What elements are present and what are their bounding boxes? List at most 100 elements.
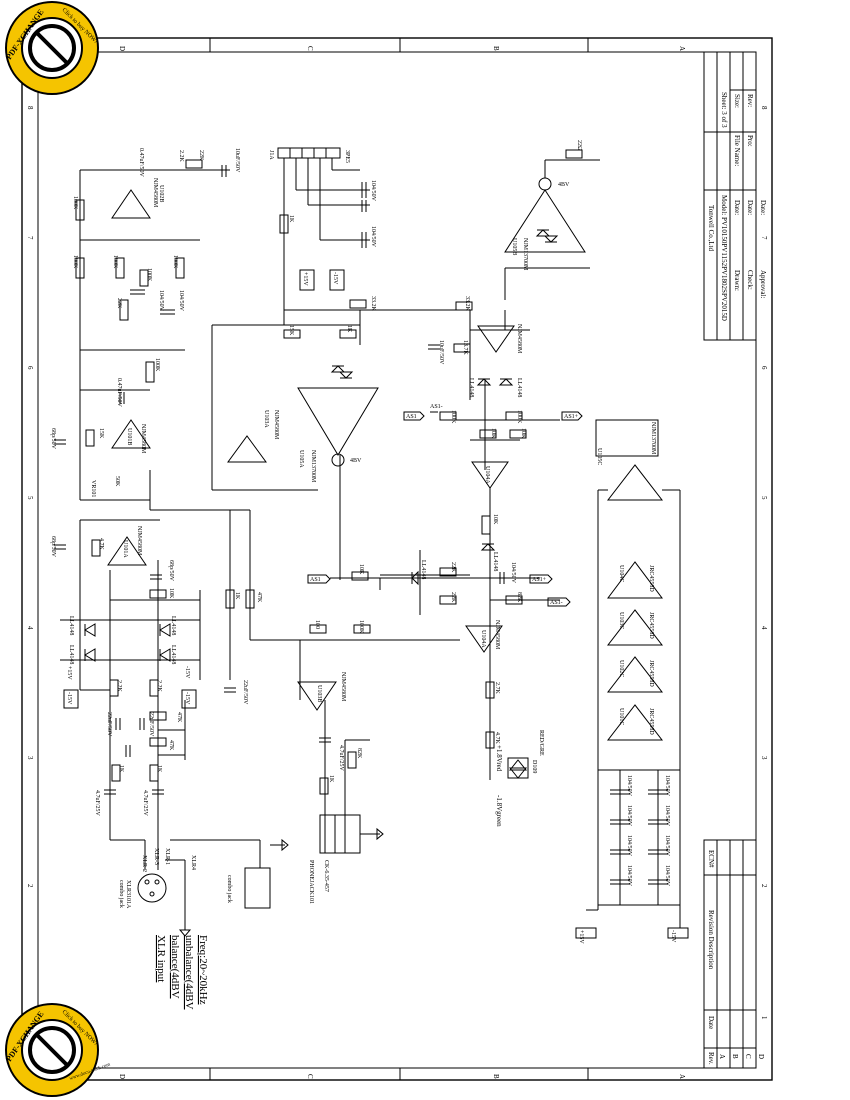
svg-text:D: D (757, 1054, 765, 1059)
svg-text:8: 8 (26, 106, 34, 110)
svg-text:LL4148: LL4148 (492, 552, 498, 571)
outer-border (21, 37, 773, 1081)
svg-text:104/50V: 104/50V (664, 805, 670, 827)
svg-text:10K: 10K (492, 514, 498, 525)
svg-text:22uF/50V: 22uF/50V (242, 680, 248, 705)
svg-text:7: 7 (26, 236, 34, 240)
svg-text:U103C: U103C (618, 612, 624, 629)
svg-text:0.47uF/50V: 0.47uF/50V (116, 378, 122, 408)
svg-text:XLR3101A: XLR3101A (125, 880, 131, 909)
svg-text:5: 5 (26, 496, 34, 500)
j1a-header: J1A 3PE5 +15V -15V (268, 147, 370, 291)
svg-text:100K: 100K (72, 196, 78, 210)
svg-text:NJM13700M: NJM13700M (310, 450, 316, 483)
svg-text:33.2K: 33.2K (464, 296, 470, 312)
wires (60, 159, 600, 780)
svg-text:104/50V: 104/50V (370, 180, 376, 202)
svg-text:1K: 1K (156, 765, 162, 773)
svg-text:2: 2 (26, 884, 34, 888)
svg-text:100K: 100K (146, 268, 152, 282)
svg-text:13.7K: 13.7K (462, 340, 468, 356)
svg-text:104/50V: 104/50V (178, 290, 184, 312)
input-note: XLR input balance(4dBV unbalance(4dBV Fr… (155, 935, 209, 1010)
svg-text:+15V: +15V (302, 272, 308, 286)
svg-text:LL4148: LL4148 (516, 378, 522, 397)
svg-text:U105A: U105A (298, 450, 304, 468)
svg-text:1K: 1K (328, 775, 334, 783)
svg-text:10K: 10K (490, 428, 496, 439)
svg-text:U104C: U104C (618, 565, 624, 582)
svg-text:10uF/50V: 10uF/50V (438, 340, 444, 365)
svg-text:10uF/50V: 10uF/50V (234, 148, 240, 173)
svg-text:4BV: 4BV (558, 182, 570, 188)
svg-text:100K: 100K (72, 255, 78, 269)
opamp-u104a: U104A NJM4580M (465, 620, 503, 653)
svg-text:LL4148: LL4148 (68, 645, 74, 664)
title-block: Tonwell Co.,Ltd Model: PV10150PV1152PV18… (703, 51, 767, 341)
svg-text:2.2K: 2.2K (156, 680, 162, 693)
svg-text:NJM13700M: NJM13700M (650, 422, 656, 455)
svg-text:4.7K: 4.7K (494, 732, 500, 745)
svg-text:68p/50V: 68p/50V (168, 560, 174, 582)
svg-text:0.47uF/50V: 0.47uF/50V (138, 148, 144, 178)
svg-text:22K: 22K (450, 562, 456, 573)
svg-text:100K: 100K (172, 255, 178, 269)
svg-text:D: D (118, 1074, 126, 1079)
opamp-u105b: U105B NJM13700M 4BV (504, 177, 586, 271)
svg-text:22K: 22K (116, 298, 122, 309)
opamp-u104c: U104C JRC4558D (607, 561, 663, 599)
opamp-u101a: U101A NJM4580M (107, 526, 147, 566)
phone-jack: PHONEJACK101 CK-6.35-457 (308, 740, 384, 904)
svg-text:Check:: Check: (746, 270, 754, 290)
svg-text:1K: 1K (118, 765, 124, 773)
svg-text:100K: 100K (154, 358, 160, 372)
svg-text:AS1: AS1 (406, 414, 417, 420)
diode-labels: LL4148 LL4148 LL4148 LL4148 LL4148 LL414… (68, 378, 522, 664)
svg-text:A: A (678, 1074, 686, 1079)
svg-text:A: A (718, 1054, 726, 1059)
svg-text:104/50V: 104/50V (158, 290, 164, 312)
diodes (84, 229, 559, 662)
svg-text:U104A: U104A (480, 630, 486, 648)
opamp-u103b: U103B NJM4580M (297, 672, 346, 711)
svg-text:68p/50V: 68p/50V (50, 428, 56, 450)
svg-text:47K: 47K (176, 712, 182, 723)
svg-text:100: 100 (314, 620, 320, 629)
svg-text:A: A (678, 46, 686, 51)
svg-text:104/50V: 104/50V (626, 865, 632, 887)
svg-text:AS1+: AS1+ (532, 577, 547, 583)
svg-text:-15V: -15V (670, 930, 676, 943)
svg-text:47K: 47K (168, 740, 174, 751)
svg-text:-15V: -15V (332, 272, 338, 285)
svg-text:Date:: Date: (746, 200, 754, 215)
svg-text:NJM4580M: NJM4580M (140, 424, 146, 454)
svg-text:4.7uF/25V: 4.7uF/25V (338, 745, 344, 772)
svg-text:XLR-1: XLR-1 (164, 848, 170, 865)
opamp-u105a: U105A NJM13700M 4BV (297, 387, 379, 483)
svg-text:LL4148: LL4148 (420, 560, 426, 579)
svg-text:U103B: U103B (316, 685, 322, 702)
svg-text:balance(4dBV: balance(4dBV (169, 935, 181, 999)
svg-text:AS1+: AS1+ (564, 414, 579, 420)
svg-text:1: 1 (760, 1016, 768, 1020)
svg-text:U105C: U105C (596, 448, 602, 465)
svg-text:2.7K: 2.7K (494, 682, 500, 695)
svg-text:100K: 100K (358, 620, 364, 634)
svg-text:D: D (118, 46, 126, 51)
svg-text:+1.8Vred: +1.8Vred (495, 745, 503, 772)
power-flags-left: -15V -15V +15V -15V (63, 666, 197, 709)
svg-text:LL4148: LL4148 (170, 645, 176, 664)
svg-text:Rev:: Rev: (746, 94, 754, 107)
svg-text:D109: D109 (531, 760, 537, 773)
svg-text:combo jack: combo jack (226, 875, 232, 903)
svg-text:1K: 1K (234, 592, 240, 600)
svg-text:22K: 22K (450, 592, 456, 603)
revision-table: Rev. Date Revision Description ECN# A B … (703, 839, 765, 1069)
svg-text:NJM4580M: NJM4580M (516, 324, 522, 354)
svg-text:-1.8Vgreen: -1.8Vgreen (495, 795, 503, 827)
svg-text:2.2K: 2.2K (116, 680, 122, 693)
svg-text:XLR-2: XLR-2 (141, 855, 147, 872)
power-rails-right: 104/50V 104/50V 104/50V 104/50V 104/50V … (575, 489, 689, 944)
svg-text:C: C (744, 1054, 752, 1059)
